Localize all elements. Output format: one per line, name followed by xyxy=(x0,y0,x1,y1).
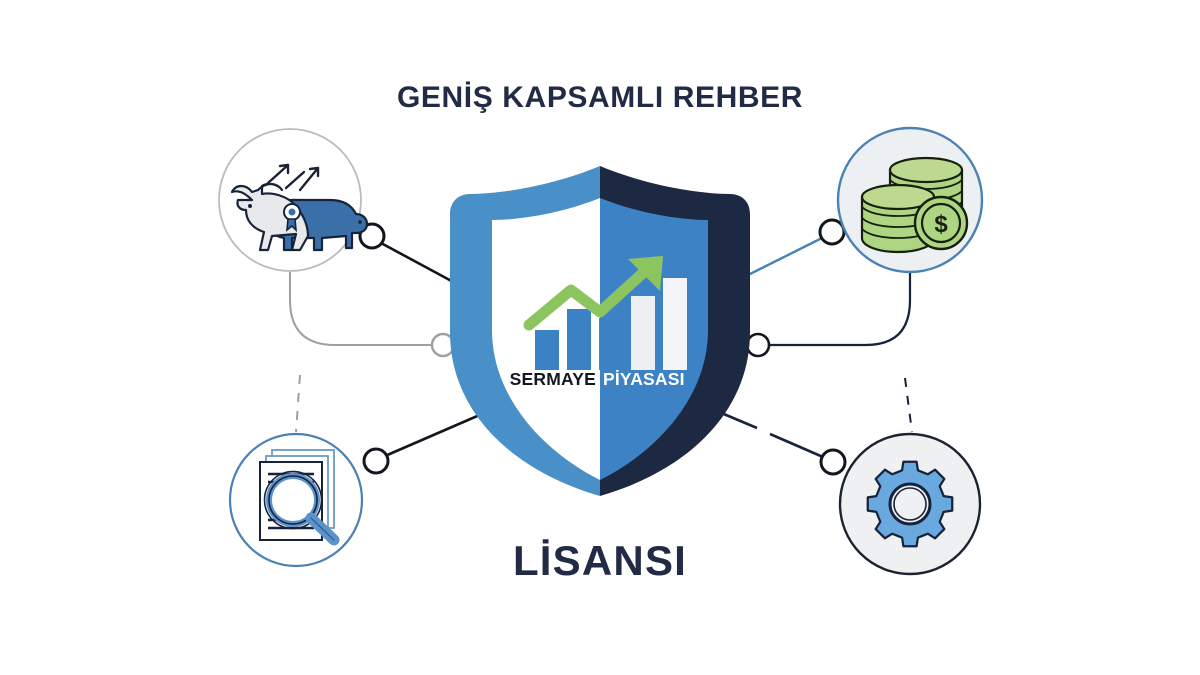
connector-node-coins[interactable] xyxy=(818,218,846,246)
connector-node-right-rail[interactable] xyxy=(745,332,771,358)
bull-shape xyxy=(230,182,310,252)
chart-bar-3 xyxy=(599,318,623,370)
page-title: GENİŞ KAPSAMLI REHBER xyxy=(397,81,803,114)
chart-bar-4 xyxy=(631,296,655,370)
magnifier-handle xyxy=(305,512,340,546)
coin-stack-icon: $ xyxy=(860,156,969,254)
shield-bar-chart xyxy=(523,256,687,370)
chart-bar-2 xyxy=(567,309,591,370)
connector-dash-right-lower xyxy=(904,377,913,433)
node-documents[interactable] xyxy=(228,432,364,568)
shield-label-left: SERMAYE xyxy=(510,369,596,389)
bull-bear-icon xyxy=(230,163,369,252)
gear-icon xyxy=(866,460,954,548)
rising-trend-arrow xyxy=(523,256,663,331)
connector-right-horizontal-rail xyxy=(735,272,912,358)
connector-node-documents[interactable] xyxy=(362,447,390,475)
chart-bar-5 xyxy=(663,278,687,370)
page-subtitle: LİSANSI xyxy=(513,537,687,584)
connector-dash-left-lower xyxy=(295,374,301,433)
node-gear[interactable] xyxy=(838,432,982,576)
shield-label-right: PİYASASI xyxy=(603,369,685,389)
connector-left-horizontal-rail xyxy=(289,272,470,358)
coin-stack-short xyxy=(860,183,936,254)
connector-node-gear[interactable] xyxy=(819,448,847,476)
dollar-coin-icon: $ xyxy=(913,195,969,251)
shield-emblem[interactable]: SERMAYE PİYASASI xyxy=(450,166,750,496)
node-bull-bear[interactable] xyxy=(218,128,369,272)
node-coins[interactable]: $ xyxy=(836,126,984,274)
chart-bar-1 xyxy=(535,330,559,370)
svg-text:$: $ xyxy=(934,211,948,238)
document-magnifier-icon xyxy=(259,449,340,546)
